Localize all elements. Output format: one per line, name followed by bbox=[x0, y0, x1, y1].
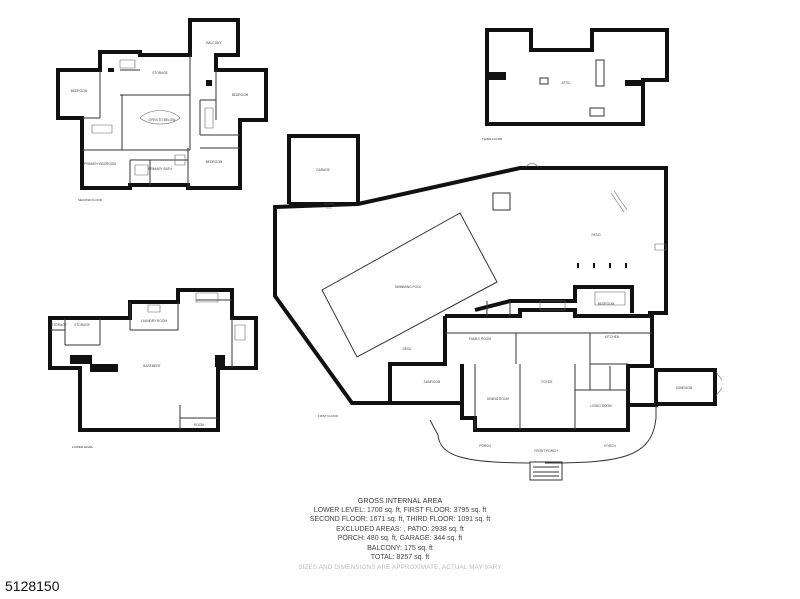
garage-label: GARAGE bbox=[316, 168, 330, 172]
summary-line: PORCH: 480 sq. ft, GARAGE: 344 sq. ft bbox=[337, 535, 463, 542]
bedroom-label: BEDROOM bbox=[598, 302, 615, 306]
living-room-label: LIVING ROOM bbox=[590, 404, 612, 408]
attic-label: ATTIC bbox=[562, 81, 572, 85]
summary-line: SECOND FLOOR: 1671 sq. ft, THIRD FLOOR: … bbox=[309, 516, 491, 523]
patio-label: PATIO bbox=[591, 233, 601, 237]
second-floor-plan: BALCONY STORAGE OPEN TO BELOW BEDROOM BE… bbox=[56, 18, 268, 202]
storage-label: STORAGE bbox=[74, 323, 90, 327]
third-floor-plan: ATTIC THIRD FLOOR bbox=[482, 28, 669, 141]
summary-line: EXCLUDED AREAS: , PATIO: 2938 sq. ft bbox=[336, 525, 464, 533]
bedroom-label: BEDROOM bbox=[71, 89, 88, 93]
summary-line: BALCONY: 175 sq. ft bbox=[367, 544, 433, 552]
floor-label: SECOND FLOOR bbox=[78, 198, 103, 202]
family-room-label: FAMILY ROOM bbox=[469, 337, 491, 341]
floor-label: LOWER LEVEL bbox=[72, 445, 94, 449]
front-porch-label: FRONT PORCH bbox=[534, 449, 558, 453]
balcony-label: BALCONY bbox=[206, 41, 222, 45]
summary-title: GROSS INTERNAL AREA bbox=[357, 496, 443, 505]
area-summary: GROSS INTERNAL AREA LOWER LEVEL: 1700 sq… bbox=[250, 496, 550, 572]
foyer-label: FOYER bbox=[542, 380, 554, 384]
swimming-pool-label: SWIMMING POOL bbox=[395, 285, 422, 289]
summary-total: TOTAL: 8257 sq. ft bbox=[370, 554, 430, 561]
room-label: ROOM bbox=[194, 423, 204, 427]
bedroom-label: BEDROOM bbox=[206, 160, 223, 164]
lower-level-plan: STORAGE STORAGE LAUNDRY ROOM BASEMENT RO… bbox=[48, 288, 258, 449]
sunroom-label: SUNROOM bbox=[424, 380, 441, 384]
primary-bedroom-label: PRIMARY BEDROOM bbox=[84, 162, 116, 166]
listing-number: 5128150 bbox=[5, 578, 60, 594]
porch-label: PORCH bbox=[479, 444, 491, 448]
storage-label: STORAGE bbox=[51, 323, 67, 327]
dining-room-label: DINING ROOM bbox=[487, 397, 509, 401]
porch-label: PORCH bbox=[604, 444, 616, 448]
open-to-below-label: OPEN TO BELOW bbox=[149, 118, 176, 122]
basement-label: BASEMENT bbox=[143, 364, 161, 368]
summary-line: LOWER LEVEL: 1700 sq. ft, FIRST FLOOR: 3… bbox=[313, 506, 487, 514]
sunroom-label: SUNROOM bbox=[676, 386, 693, 390]
primary-bath-label: PRIMARY BATH bbox=[148, 167, 172, 171]
deck-label: DECK bbox=[403, 347, 413, 351]
first-floor-plan: GARAGE SWIMMING POOL DECK PATIO BEDROOM … bbox=[273, 134, 723, 481]
bedroom-label: BEDROOM bbox=[232, 93, 249, 97]
laundry-room-label: LAUNDRY ROOM bbox=[141, 319, 167, 323]
floor-label: THIRD FLOOR bbox=[482, 137, 503, 141]
floor-label: FIRST FLOOR bbox=[318, 414, 339, 418]
kitchen-label: KITCHEN bbox=[605, 335, 620, 339]
storage-label: STORAGE bbox=[152, 71, 168, 75]
disclaimer-note: SIZES AND DIMENSIONS ARE APPROXIMATE, AC… bbox=[298, 563, 502, 571]
